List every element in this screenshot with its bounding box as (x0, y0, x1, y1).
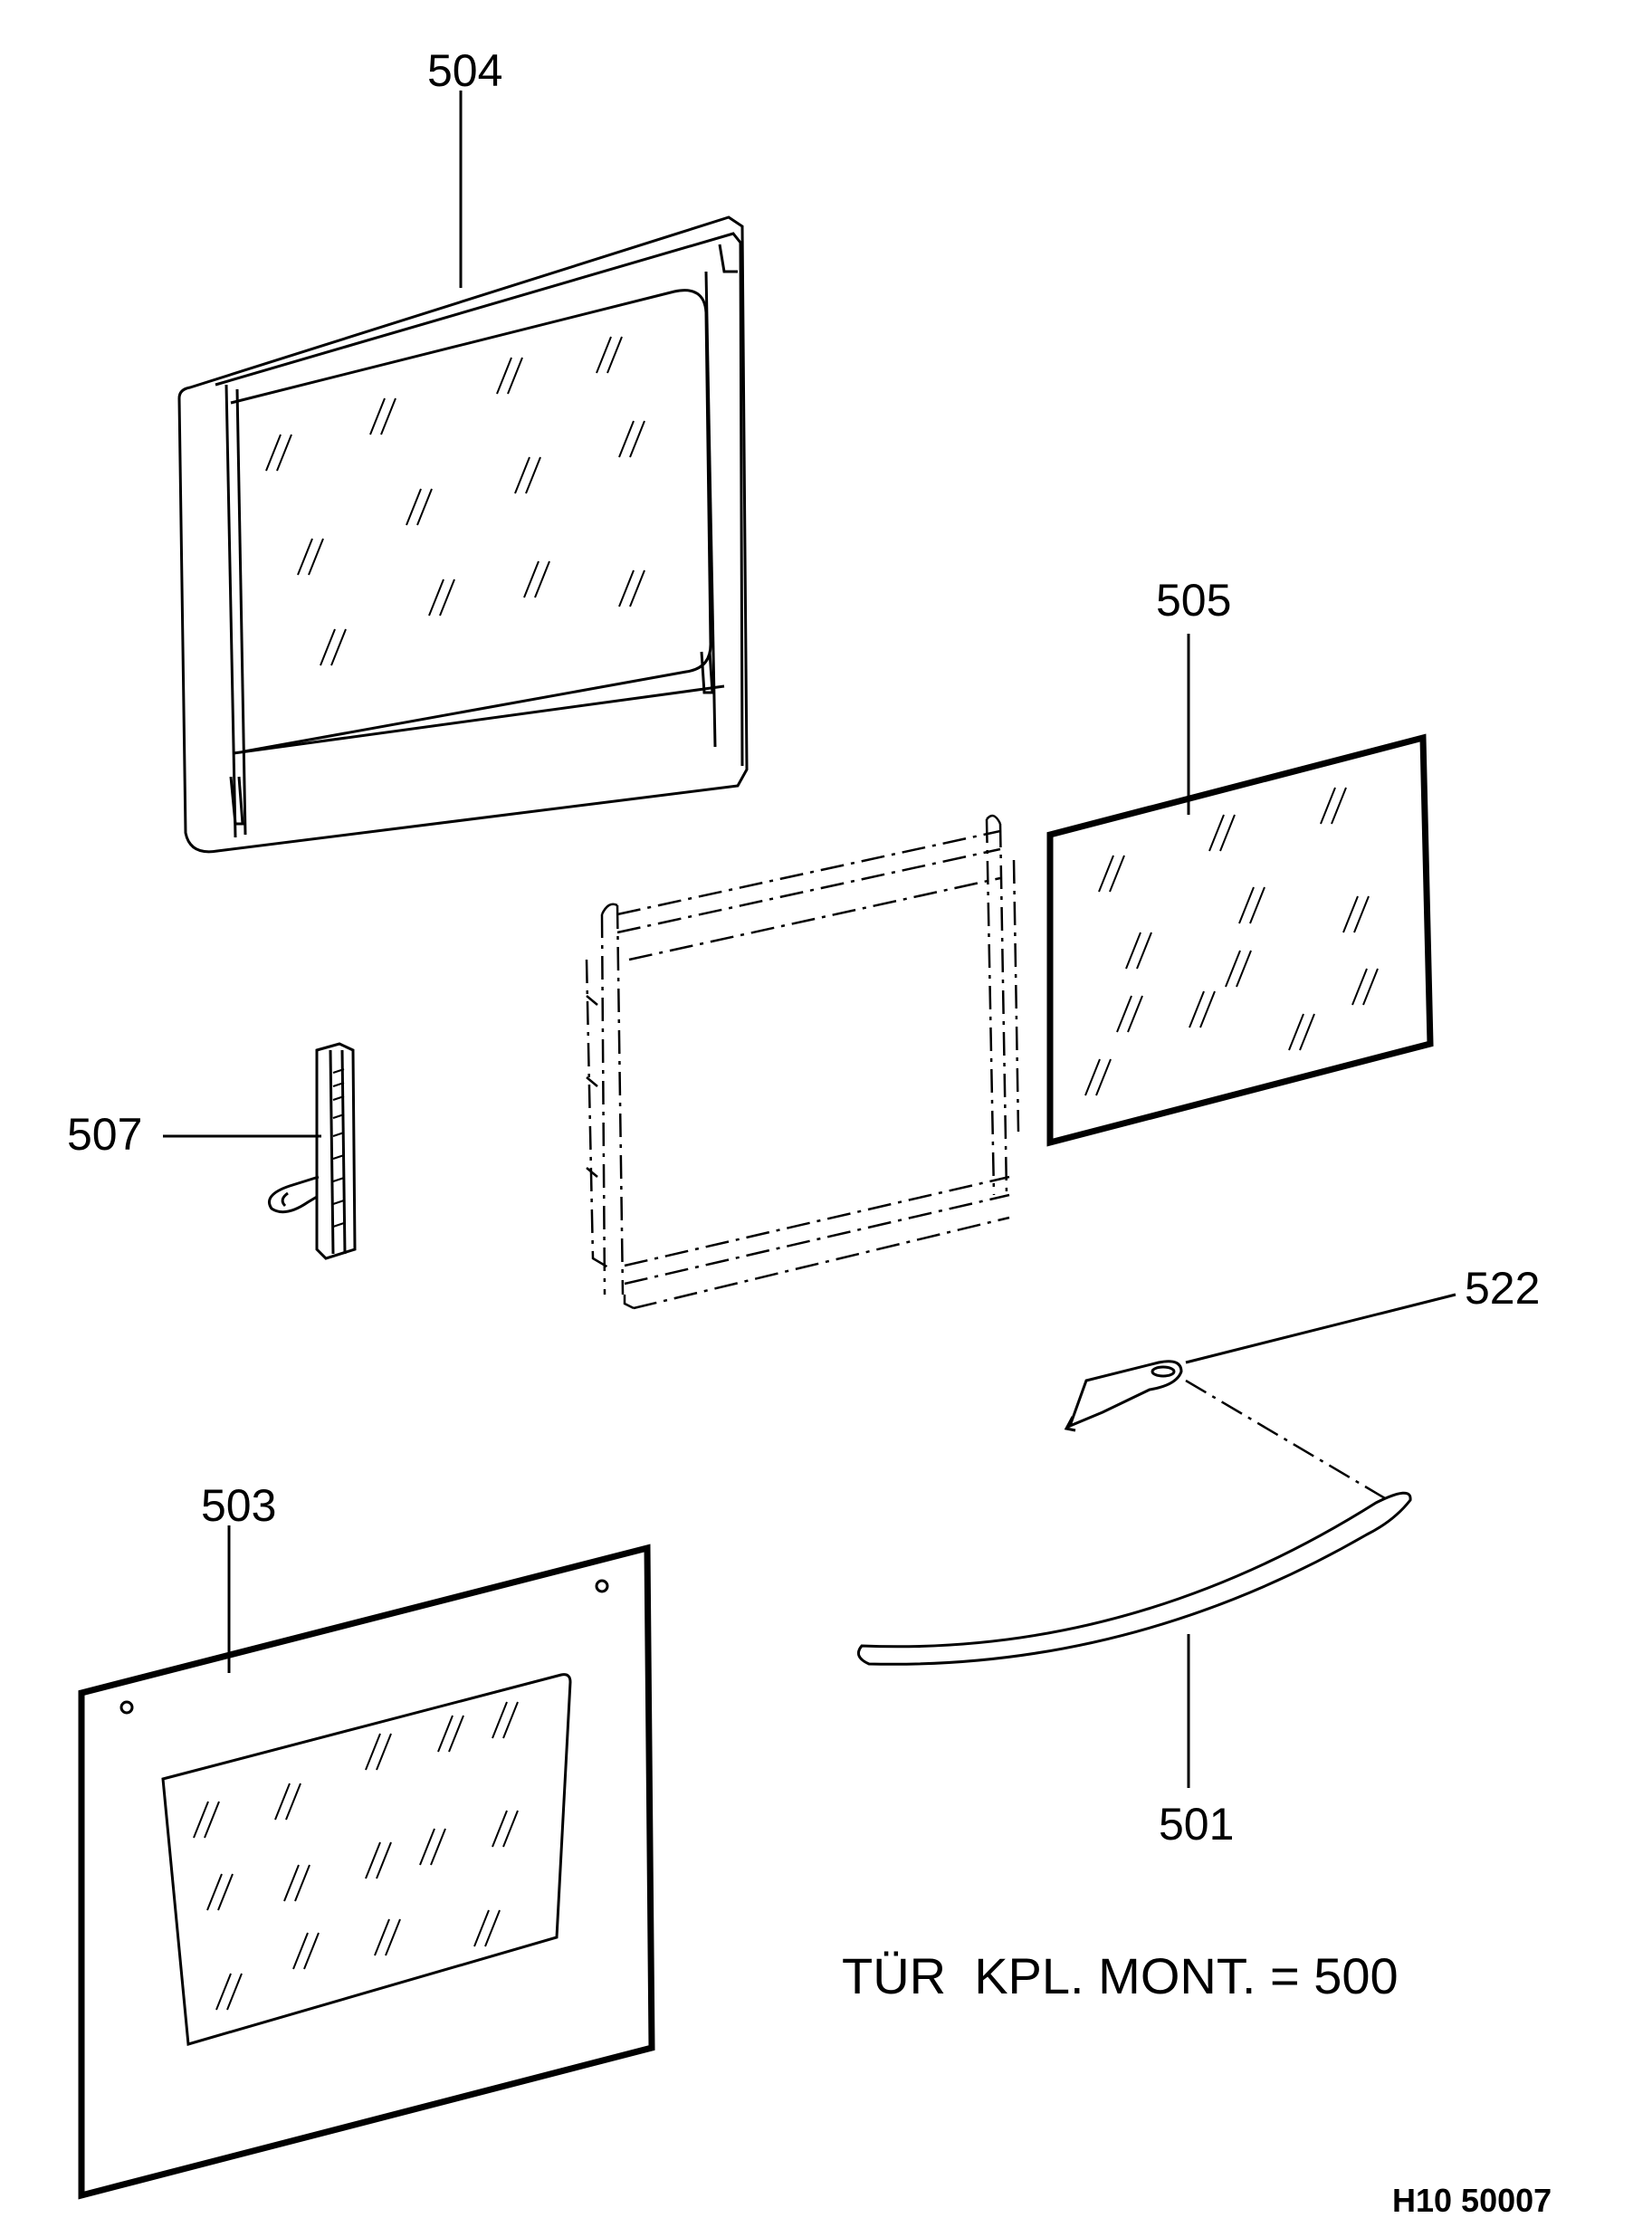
part-522-end-cap (1064, 1360, 1183, 1432)
assembly-note: TÜR KPL. MONT. = 500 (842, 1947, 1399, 2004)
leader-522 (1185, 1293, 1456, 1364)
glass-hatching-503 (193, 1701, 519, 2011)
drawing-code: H10 50007 (1392, 2182, 1552, 2219)
assembly-line-522-501 (1185, 1379, 1386, 1500)
label-501: 501 (1159, 1799, 1234, 1850)
label-505: 505 (1156, 575, 1231, 626)
label-522: 522 (1465, 1263, 1540, 1314)
part-501-handle (856, 1491, 1412, 1666)
glass-hatching-504 (265, 336, 645, 666)
glass-hatching-505 (1084, 787, 1379, 1096)
part-505-glass-pane (1046, 733, 1434, 1147)
label-507: 507 (67, 1109, 142, 1160)
label-503: 503 (201, 1480, 276, 1531)
part-503-outer-door (78, 1544, 655, 2200)
label-504: 504 (427, 45, 502, 96)
part-504-inner-door-frame (177, 215, 749, 854)
part-507-hinge (268, 1042, 357, 1260)
spacer-frame (585, 814, 1020, 1310)
